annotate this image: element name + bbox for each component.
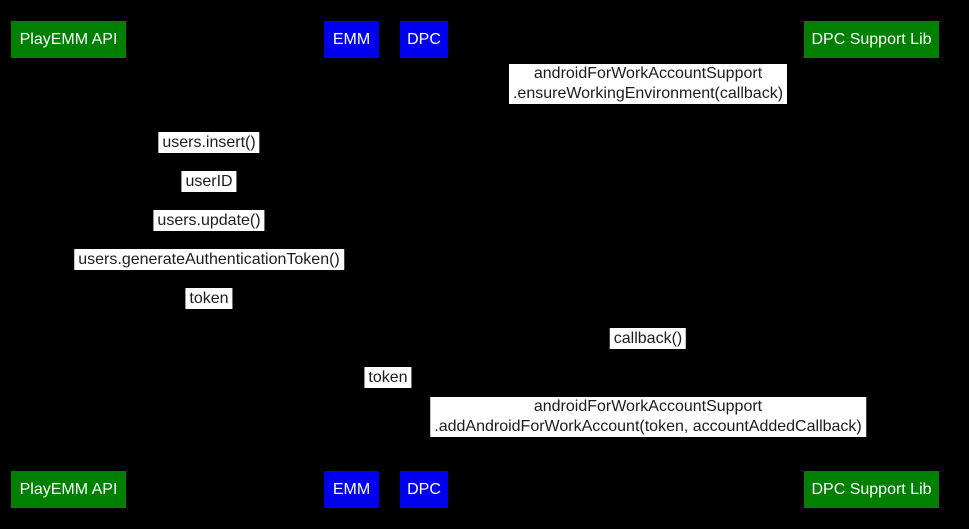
actor-label: EMM — [332, 480, 371, 498]
actor-label: DPC — [407, 30, 441, 48]
message-line: .addAndroidForWorkAccount(token, account… — [434, 418, 862, 435]
actor-top-dpc-support-lib: DPC Support Lib — [804, 21, 939, 58]
actor-label: PlayEMM API — [19, 480, 118, 498]
lifeline-dpc-support-lib — [871, 58, 872, 471]
actor-bottom-playemm-api: PlayEMM API — [11, 471, 126, 508]
message-line: .ensureWorkingEnvironment(callback) — [512, 85, 784, 102]
actor-label: PlayEMM API — [19, 30, 118, 48]
lifeline-emm — [351, 58, 352, 471]
actor-top-emm: EMM — [324, 21, 379, 58]
message-line: androidForWorkAccountSupport — [533, 398, 763, 415]
message-users-insert: users.insert() — [158, 132, 260, 153]
actor-top-dpc: DPC — [400, 21, 448, 58]
message-user-id: userID — [181, 171, 237, 192]
actor-label: DPC Support Lib — [811, 480, 932, 498]
actor-label: DPC — [407, 480, 441, 498]
lifeline-dpc — [424, 58, 425, 471]
message-token-return: token — [185, 288, 233, 309]
message-token-forward: token — [364, 367, 412, 388]
message-add-android-for-work-account: androidForWorkAccountSupport .addAndroid… — [430, 397, 866, 437]
actor-label: EMM — [332, 30, 371, 48]
lifeline-playemm-api — [68, 58, 69, 471]
actor-bottom-emm: EMM — [324, 471, 379, 508]
message-users-update: users.update() — [153, 210, 265, 231]
message-users-generate-authentication-token: users.generateAuthenticationToken() — [74, 249, 344, 270]
actor-top-playemm-api: PlayEMM API — [11, 21, 126, 58]
actor-bottom-dpc-support-lib: DPC Support Lib — [804, 471, 939, 508]
actor-bottom-dpc: DPC — [400, 471, 448, 508]
message-line: androidForWorkAccountSupport — [533, 65, 763, 82]
actor-label: DPC Support Lib — [811, 30, 932, 48]
message-callback: callback() — [609, 328, 687, 349]
message-ensure-working-environment: androidForWorkAccountSupport .ensureWork… — [508, 64, 788, 104]
